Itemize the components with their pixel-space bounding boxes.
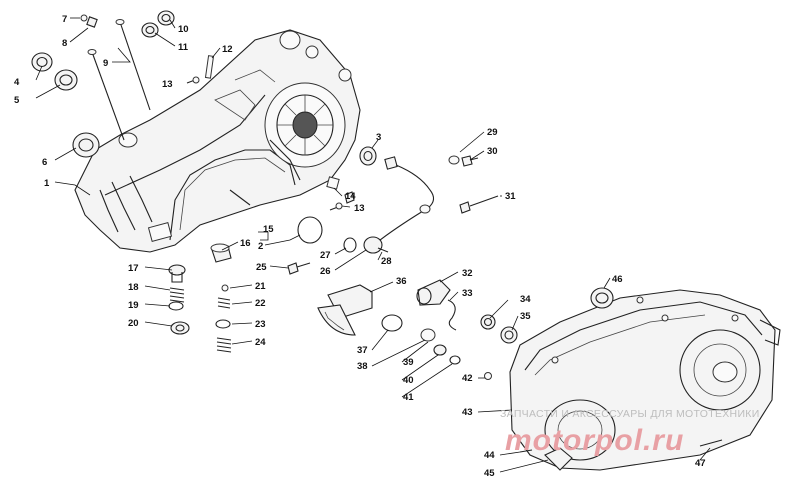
cvt-cover [484,287,781,471]
callout-28: 28 [381,256,392,267]
callout-numbers: 1 2 3 4 5 6 7 8 9 10 11 12 13 13 14 15 1… [14,14,706,479]
callout-5: 5 [14,95,20,106]
callout-46: 46 [612,274,623,285]
sensor-wire-assembly [343,156,435,254]
leader-lines [35,17,711,473]
callout-18: 18 [128,282,139,293]
callout-13-right: 13 [354,203,365,214]
callout-1: 1 [44,178,50,189]
middle-small-parts [210,146,377,263]
watermark: ЗАПЧАСТИ И АКСЕССУАРЫ ДЛЯ МОТОТЕХНИКИ mo… [500,408,760,457]
callout-2: 2 [258,241,263,252]
callout-39: 39 [403,357,414,368]
callout-43: 43 [462,407,473,418]
callout-17: 17 [128,263,139,274]
callout-14: 14 [345,191,356,202]
callout-47: 47 [695,458,706,469]
callout-37: 37 [357,345,368,356]
callout-32: 32 [462,268,473,279]
callout-29: 29 [487,127,498,138]
callout-13-top: 13 [162,79,173,90]
callout-33: 33 [462,288,473,299]
oil-seals-left [31,10,175,158]
callout-9: 9 [103,58,108,69]
watermark-tagline: ЗАПЧАСТИ И АКСЕССУАРЫ ДЛЯ МОТОТЕХНИКИ [500,408,760,420]
callout-23: 23 [255,319,266,330]
callout-27: 27 [320,250,331,261]
callout-30: 30 [487,146,498,157]
callout-40: 40 [403,375,414,386]
callout-25: 25 [256,262,267,273]
callout-3: 3 [376,132,381,143]
bolts-right [287,155,499,275]
callout-12: 12 [222,44,233,55]
starter-gear-parts [416,279,457,331]
callout-41: 41 [403,392,414,403]
watermark-brand: motorpol.ru [505,424,684,457]
callout-35: 35 [520,311,531,322]
callout-26: 26 [320,266,331,277]
callout-42: 42 [462,373,473,384]
kickstart-mechanism [317,284,461,365]
callout-36: 36 [396,276,407,287]
callout-44: 44 [484,450,495,461]
callout-19: 19 [128,300,139,311]
callout-7: 7 [62,14,67,25]
callout-45: 45 [484,468,495,479]
crankcase-half [74,29,361,253]
callout-21: 21 [255,281,266,292]
callout-4: 4 [14,77,20,88]
oil-strainer-stack [168,264,232,353]
callout-34: 34 [520,294,531,305]
callout-15: 15 [263,224,274,235]
callout-10: 10 [178,24,189,35]
cylinder-stud-bolts [87,19,151,141]
callout-38: 38 [357,361,368,372]
callout-20: 20 [128,318,139,329]
callout-31: 31 [505,191,516,202]
callout-16: 16 [240,238,251,249]
bearings-right [480,314,518,344]
callout-8: 8 [62,38,67,49]
callout-22: 22 [255,298,266,309]
callout-6: 6 [42,157,47,168]
callout-11: 11 [178,42,189,53]
callout-24: 24 [255,337,266,348]
